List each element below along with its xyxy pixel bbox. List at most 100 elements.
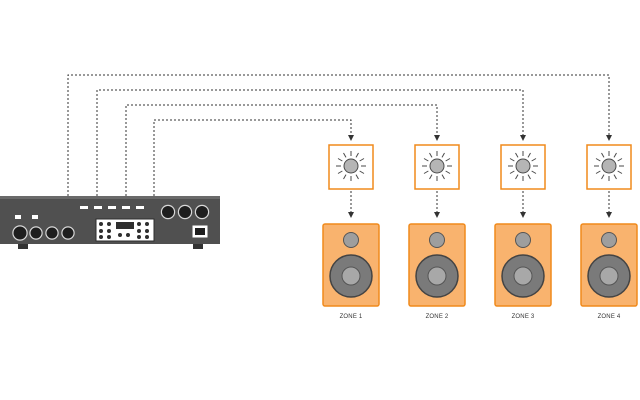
signal-connections	[67, 74, 612, 218]
panel-button	[99, 235, 103, 239]
speaker-tweeter	[343, 232, 359, 248]
zone-1: ZONE 1	[322, 144, 380, 320]
sun-ray	[343, 152, 347, 158]
knob	[30, 227, 42, 239]
sun-ray	[445, 158, 451, 162]
speaker-dust-cap	[513, 266, 533, 286]
speaker-icon	[494, 223, 552, 307]
speaker-icon	[322, 223, 380, 307]
knob	[162, 206, 174, 218]
zone-label: ZONE 4	[598, 314, 621, 320]
speaker-tweeter	[515, 232, 531, 248]
panel-button	[137, 229, 141, 233]
amplifier-indicator-2	[32, 215, 38, 219]
knob	[196, 206, 208, 218]
sun-center	[429, 158, 445, 174]
sun-ray	[595, 158, 601, 162]
panel-button	[145, 235, 149, 239]
speaker-dust-cap	[427, 266, 447, 286]
signal-line-zone-3	[96, 89, 526, 196]
amplifier-display	[116, 222, 134, 229]
amplifier-small-button	[94, 206, 102, 209]
sun-ray	[429, 174, 433, 180]
sun-ray	[613, 152, 617, 158]
sun-ray	[527, 152, 531, 158]
panel-button	[118, 233, 122, 237]
knob	[179, 206, 191, 218]
sun-ray	[531, 170, 537, 174]
panel-button	[99, 222, 103, 226]
sun-center	[515, 158, 531, 174]
sun-ray	[359, 170, 365, 174]
sun-ray	[509, 170, 515, 174]
sun-ray	[441, 174, 445, 180]
brightness-sun-icon	[500, 144, 546, 190]
signal-line-zone-2	[125, 104, 440, 196]
sun-center	[343, 158, 359, 174]
sun-ray	[531, 158, 537, 162]
amplifier-small-button	[108, 206, 116, 209]
brightness-sun-icon	[414, 144, 460, 190]
panel-button	[137, 222, 141, 226]
amplifier-small-button	[136, 206, 144, 209]
panel-button	[99, 229, 103, 233]
brightness-sun-icon	[586, 144, 632, 190]
amplifier-indicator-1	[15, 215, 21, 219]
speaker-icon	[580, 223, 638, 307]
zone-label: ZONE 2	[426, 314, 449, 320]
zone-label: ZONE 3	[512, 314, 535, 320]
power-button-inner	[195, 228, 205, 235]
amplifier-icon	[0, 196, 220, 249]
amplifier-panel-buttons	[99, 222, 149, 239]
zone-2: ZONE 2	[408, 144, 466, 320]
amplifier-left-knobs	[12, 225, 75, 241]
amplifier-top-buttons	[80, 206, 144, 209]
speaker-tweeter	[429, 232, 445, 248]
sun-ray	[355, 174, 359, 180]
sun-ray	[601, 152, 605, 158]
sun-ray	[423, 170, 429, 174]
amplifier-top-edge	[0, 196, 220, 199]
signal-line-zone-1	[153, 119, 354, 196]
panel-button	[126, 233, 130, 237]
sun-ray	[509, 158, 515, 162]
speaker-dust-cap	[599, 266, 619, 286]
sun-ray	[601, 174, 605, 180]
panel-button	[107, 229, 111, 233]
zones: ZONE 1 ZONE 2 ZONE 3 ZONE 4	[322, 144, 638, 320]
amplifier-foot-left	[18, 243, 28, 249]
sun-ray	[617, 170, 623, 174]
amplifier-foot-right	[193, 243, 203, 249]
brightness-sun-icon	[328, 144, 374, 190]
sun-ray	[515, 174, 519, 180]
panel-button	[145, 222, 149, 226]
sun-ray	[359, 158, 365, 162]
knob	[62, 227, 74, 239]
knob	[46, 227, 58, 239]
sun-ray	[515, 152, 519, 158]
speaker-dust-cap	[341, 266, 361, 286]
sun-ray	[445, 170, 451, 174]
zone-label: ZONE 1	[340, 314, 363, 320]
sun-ray	[429, 152, 433, 158]
signal-line-zone-4	[67, 74, 612, 196]
sun-ray	[441, 152, 445, 158]
sun-ray	[423, 158, 429, 162]
amplifier-small-button	[122, 206, 130, 209]
sun-center	[601, 158, 617, 174]
panel-button	[137, 235, 141, 239]
zone-3: ZONE 3	[494, 144, 552, 320]
sun-ray	[617, 158, 623, 162]
sun-ray	[595, 170, 601, 174]
sun-ray	[613, 174, 617, 180]
sun-ray	[355, 152, 359, 158]
sun-ray	[337, 158, 343, 162]
speaker-icon	[408, 223, 466, 307]
panel-button	[145, 229, 149, 233]
panel-button	[107, 235, 111, 239]
panel-button	[107, 222, 111, 226]
sun-ray	[337, 170, 343, 174]
knob	[13, 226, 27, 240]
zone-4: ZONE 4	[580, 144, 638, 320]
